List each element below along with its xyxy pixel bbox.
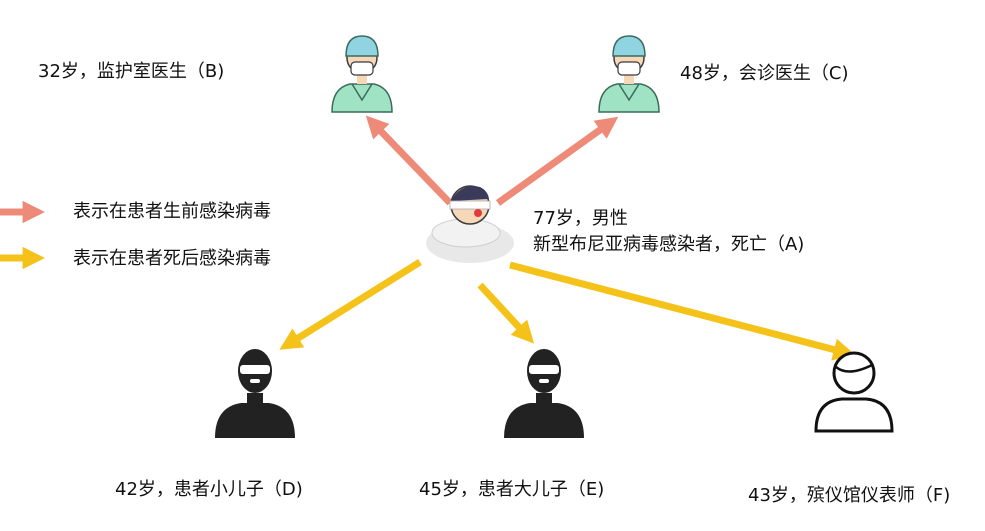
arrow-a-to-f: [509, 261, 856, 361]
doctor-icon: [331, 35, 393, 113]
patient-status: 新型布尼亚病毒感染者，死亡（A): [533, 234, 805, 255]
label-e: 45岁，患者大儿子（E): [419, 479, 605, 500]
patient-icon: [426, 185, 514, 263]
legend-after-death: 表示在患者死后感染病毒: [73, 248, 271, 269]
label-c: 48岁，会诊医生（C): [680, 63, 849, 84]
bearded-man-icon: [504, 349, 584, 438]
doctor-icon: [598, 35, 660, 113]
patient-age-sex: 77岁，男性: [533, 208, 628, 229]
label-patient: 77岁，男性 新型布尼亚病毒感染者，死亡（A): [533, 206, 804, 258]
arrow-a-to-b: [365, 115, 453, 206]
arrow-a-to-c: [495, 116, 619, 206]
arrow-a-to-e: [477, 282, 535, 344]
person-outline-icon: [814, 351, 894, 433]
label-b: 32岁，监护室医生（B): [38, 61, 225, 82]
label-f: 43岁，殡仪馆仪表师（F): [748, 485, 951, 506]
arrow-a-to-d: [279, 259, 422, 350]
bearded-man-icon: [215, 349, 295, 438]
label-d: 42岁，患者小儿子（D): [115, 479, 303, 500]
legend-before-death: 表示在患者生前感染病毒: [73, 201, 271, 222]
